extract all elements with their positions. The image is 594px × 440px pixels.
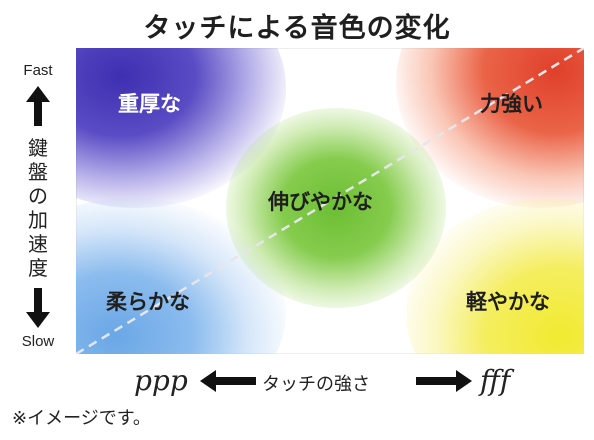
y-axis-title-char: 加 xyxy=(28,208,48,232)
y-axis-title-char: 盤 xyxy=(28,160,48,184)
down-arrow-icon xyxy=(26,288,50,328)
up-arrow-icon xyxy=(26,86,50,126)
y-axis-title: 鍵 盤 の 加 速 度 xyxy=(26,136,50,280)
region-label-heavy: 重厚な xyxy=(118,92,181,116)
left-arrow-icon xyxy=(200,370,256,392)
tone-map-area: 重厚な 力強い 伸びやかな 柔らかな 軽やかな xyxy=(76,48,584,354)
x-axis-title: タッチの強さ xyxy=(262,374,370,395)
x-axis-ppp-label: ppp xyxy=(134,364,188,397)
diagram-title: タッチによる音色の変化 xyxy=(143,13,451,44)
y-axis-title-char: の xyxy=(28,184,48,208)
y-axis-title-char: 度 xyxy=(28,256,48,280)
x-axis-fff-label: fff xyxy=(480,364,511,397)
y-axis-title-char: 鍵 xyxy=(28,136,48,160)
y-axis-fast-label: Fast xyxy=(23,62,53,79)
region-label-light: 軽やかな xyxy=(466,290,550,314)
diagonal-dashed-line xyxy=(76,48,584,354)
region-label-soft: 柔らかな xyxy=(106,290,190,314)
y-axis-slow-label: Slow xyxy=(21,333,55,350)
region-label-strong: 力強い xyxy=(480,92,543,116)
right-arrow-icon xyxy=(416,370,472,392)
y-axis-title-char: 速 xyxy=(28,232,48,256)
x-axis-row: ppp タッチの強さ fff xyxy=(0,362,594,402)
region-label-free: 伸びやかな xyxy=(268,190,373,214)
region-free-blob xyxy=(226,108,446,308)
image-note: ※イメージです。 xyxy=(12,408,151,429)
